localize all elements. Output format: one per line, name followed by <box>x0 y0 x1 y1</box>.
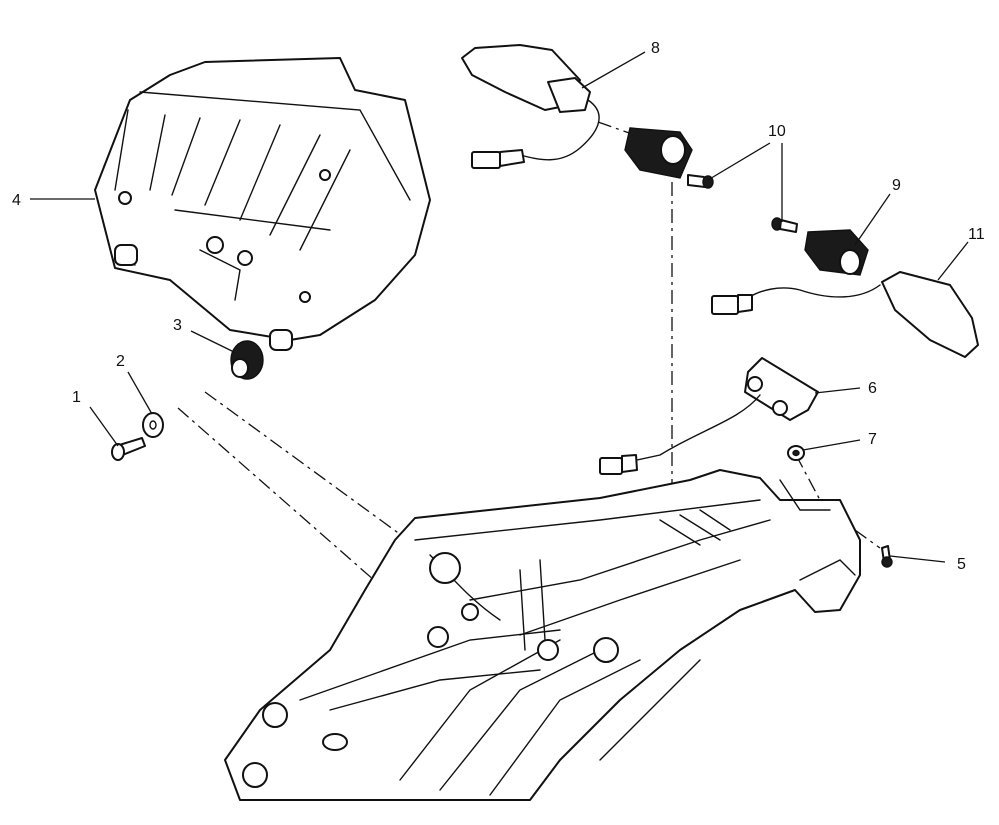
right-turn-indicator <box>711 271 979 358</box>
indicator-screw-upper <box>687 174 714 189</box>
screw <box>111 437 146 461</box>
callout-11: 11 <box>968 226 985 243</box>
washer <box>142 412 164 438</box>
left-turn-indicator <box>461 44 600 169</box>
callout-5: 5 <box>957 556 966 573</box>
indicator-rubber-mount-upper <box>624 127 693 179</box>
callout-8: 8 <box>651 40 660 57</box>
tail-light-housing <box>94 57 431 351</box>
rear-frame-bracket <box>224 469 861 801</box>
callout-1: 1 <box>72 389 81 406</box>
callout-10: 10 <box>768 123 786 140</box>
callout-labels: 1 2 3 4 5 6 7 8 10 9 11 <box>12 40 985 573</box>
fixing-screw <box>881 545 893 568</box>
callout-4: 4 <box>12 192 21 209</box>
licence-plate-light <box>599 357 819 475</box>
callout-2: 2 <box>116 353 125 370</box>
rubber-grommet <box>230 340 264 380</box>
callout-9: 9 <box>892 177 901 194</box>
indicator-screw-lower <box>771 217 798 233</box>
callout-7: 7 <box>868 431 877 448</box>
callout-6: 6 <box>868 380 877 397</box>
leader-lines <box>30 51 969 563</box>
indicator-rubber-mount-lower <box>804 229 869 276</box>
callout-3: 3 <box>173 317 182 334</box>
small-grommet <box>787 445 805 461</box>
